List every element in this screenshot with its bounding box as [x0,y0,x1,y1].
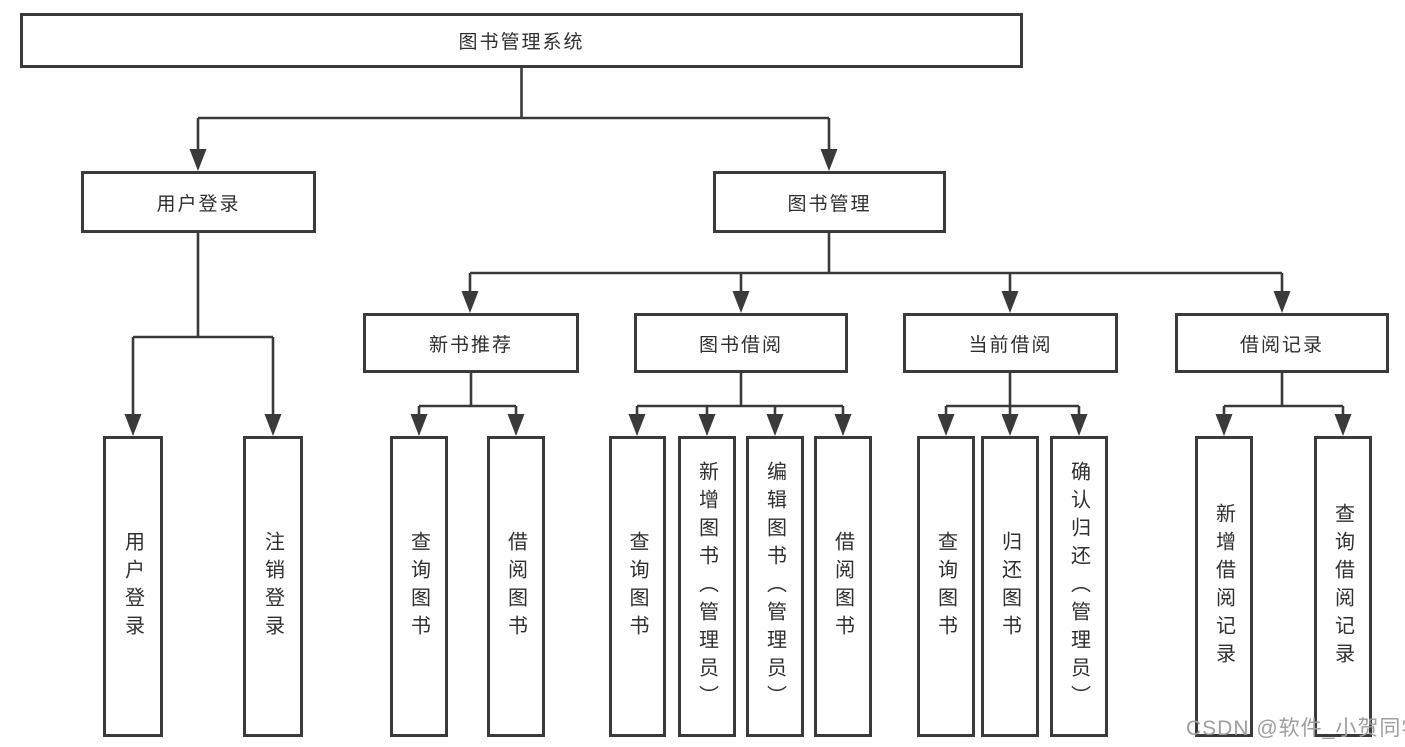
leaf-user-login: 用户登录 [103,436,163,737]
leaf-borrow-books-recommend: 借阅图书 [487,436,545,737]
node-book-borrow: 图书借阅 [634,313,848,373]
node-label: 图书借阅 [698,334,783,356]
csdn-watermark: CSDN @软件_小贺同学 [1186,717,1405,740]
node-label: 查询图书 [934,530,957,643]
leaf-logout-login: 注销登录 [243,436,303,737]
leaf-edit-books-admin: 编辑图书（管理员） [746,436,804,737]
leaf-return-books: 归还图书 [981,436,1039,737]
node-label: 确认归还（管理员） [1067,460,1090,713]
node-label: 归还图书 [998,530,1021,643]
node-label: 图书管理 [787,193,872,215]
node-label: 用户登录 [156,193,241,215]
node-label: 查询图书 [407,530,430,643]
node-borrow-records: 借阅记录 [1175,313,1389,373]
node-book-management: 图书管理 [713,171,946,233]
node-label: 注销登录 [261,530,284,643]
leaf-confirm-return-admin: 确认归还（管理员） [1050,436,1108,737]
leaf-add-books-admin: 新增图书（管理员） [678,436,736,737]
leaf-query-borrow-record: 查询借阅记录 [1314,436,1372,737]
node-label: 新书推荐 [428,334,513,356]
node-library-management-system: 图书管理系统 [20,13,1023,68]
leaf-query-books-current: 查询图书 [917,436,975,737]
node-current-borrow: 当前借阅 [903,313,1118,373]
leaf-query-books-recommend: 查询图书 [390,436,448,737]
node-label: 新增借阅记录 [1212,502,1235,671]
leaf-add-borrow-record: 新增借阅记录 [1195,436,1253,737]
node-label: 借阅图书 [831,530,854,643]
node-user-login: 用户登录 [81,171,316,233]
leaf-query-books-borrow: 查询图书 [609,436,666,737]
node-label: 查询借阅记录 [1331,502,1354,671]
node-label: 图书管理系统 [458,32,585,53]
node-new-book-recommend: 新书推荐 [363,313,579,373]
node-label: 新增图书（管理员） [695,460,718,713]
node-label: 借阅记录 [1239,334,1324,356]
node-label: 编辑图书（管理员） [763,460,786,713]
node-label: 当前借阅 [968,334,1053,356]
node-label: 用户登录 [121,530,144,643]
leaf-borrow-books: 借阅图书 [814,436,872,737]
node-label: 查询图书 [626,530,648,643]
node-label: 借阅图书 [504,530,527,643]
